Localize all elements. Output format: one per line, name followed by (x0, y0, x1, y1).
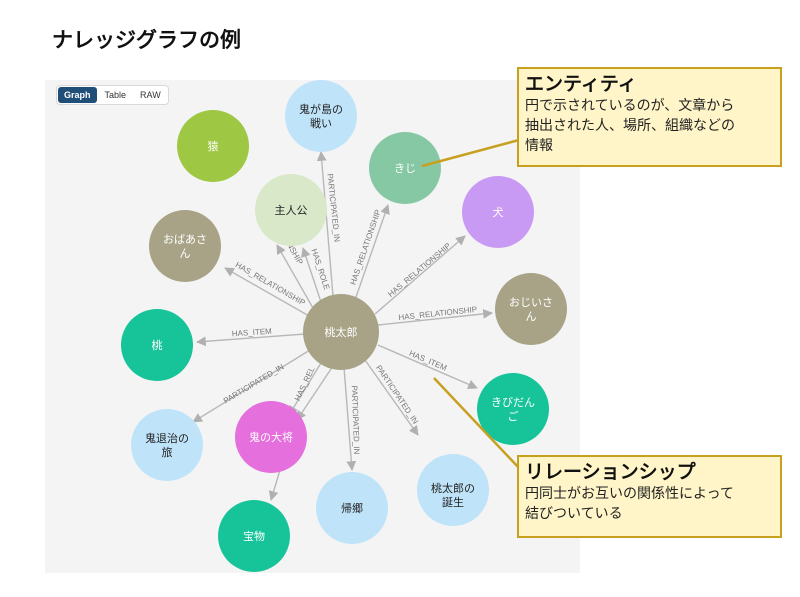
node-kikyo[interactable]: 帰郷 (316, 472, 388, 544)
edge-label-ojiisan: HAS_RELATIONSHIP (398, 305, 477, 322)
graph-canvas[interactable]: PARTICIPATED_IN HAS_RELATIONSHIP HAS_ROL… (45, 80, 580, 573)
edge-label-kikyo: PARTICIPATED_IN (350, 385, 361, 454)
edge-to-kiji (354, 204, 390, 301)
edge-to-obaasan (224, 267, 310, 317)
node-label-shujinko: 主人公 (275, 204, 308, 217)
edge-oni-boss-to-takara (268, 469, 281, 501)
node-label-tanjo-1: 桃太郎の (431, 481, 475, 495)
node-label-oni-boss: 鬼の大将 (249, 430, 293, 444)
edge-label-momo: HAS_ITEM (232, 327, 273, 339)
entity-callout: エンティティ 円で示されているのが、文章から 抽出された人、場所、組織などの 情… (517, 67, 782, 167)
slide-title: ナレッジグラフの例 (52, 28, 241, 52)
entity-callout-line3: 情報 (525, 138, 553, 154)
node-label-kibidango-2: ご (508, 409, 519, 423)
node-label-saru: 猿 (208, 139, 219, 153)
node-label-kiji: きじ (394, 162, 416, 175)
node-label-kikyo: 帰郷 (341, 501, 363, 515)
entity-callout-line2: 抽出された人、場所、組織などの (525, 118, 735, 134)
node-label-inu: 犬 (493, 205, 504, 219)
edge-to-oni-boss (288, 362, 322, 416)
node-label-momo: 桃 (152, 338, 163, 352)
edge-to-shujinko-2 (276, 244, 314, 309)
node-label-center: 桃太郎 (325, 325, 358, 339)
node-momo[interactable]: 桃 (121, 309, 193, 381)
edge-to-tanjo (364, 359, 419, 436)
tab-graph[interactable]: Graph (58, 87, 97, 103)
node-oni-battle[interactable]: 鬼が島の 戦い (285, 80, 357, 152)
view-tabs: Graph Table RAW (56, 85, 169, 105)
entity-callout-line1: 円で示されているのが、文章から (525, 98, 735, 114)
node-label-taiji-1: 鬼退治の (145, 431, 189, 445)
edge-label-tanjo: PARTICIPATED_IN (374, 364, 420, 426)
tab-raw[interactable]: RAW (140, 90, 161, 100)
tab-table[interactable]: Table (104, 90, 127, 100)
node-oni-boss[interactable]: 鬼の大将 (235, 401, 307, 473)
relationship-callout-line2: 結びついている (525, 506, 623, 522)
edge-label-kiji: HAS_RELATIONSHIP (349, 208, 383, 286)
node-kiji[interactable]: きじ (369, 132, 441, 204)
node-ojiisan[interactable]: おじいさ ん (495, 273, 567, 345)
node-shujinko[interactable]: 主人公 (255, 174, 327, 246)
relationship-callout-line1: 円同士がお互いの関係性によって (525, 486, 734, 502)
node-takara[interactable]: 宝物 (218, 500, 290, 572)
relationship-callout-title: リレーションシップ (525, 461, 696, 483)
edge-label-taiji: PARTICIPATED_IN (222, 362, 286, 405)
node-label-oni-battle-1: 鬼が島の (299, 102, 343, 116)
node-label-ojiisan-2: ん (526, 310, 537, 323)
node-label-kibidango-1: きびだん (491, 396, 535, 409)
relationship-callout: リレーションシップ 円同士がお互いの関係性によって 結びついている (517, 455, 782, 538)
edge-to-shujinko (301, 247, 322, 303)
edge-label-obaasan: HAS_RELATIONSHIP (234, 260, 307, 307)
node-inu[interactable]: 犬 (462, 176, 534, 248)
node-label-obaasan-1: おばあさ (163, 233, 207, 246)
node-label-obaasan-2: ん (180, 247, 191, 260)
node-label-ojiisan-1: おじいさ (509, 296, 553, 309)
entity-callout-title: エンティティ (525, 73, 637, 95)
graph-panel[interactable]: PARTICIPATED_IN HAS_RELATIONSHIP HAS_ROL… (45, 80, 580, 573)
node-label-taiji-2: 旅 (162, 445, 173, 459)
edge-label-inu: HAS_RELATIONSHIP (386, 241, 452, 299)
node-tanjo[interactable]: 桃太郎の 誕生 (417, 454, 489, 526)
node-center-momotaro[interactable]: 桃太郎 (303, 294, 379, 370)
edge-to-kikyo (343, 366, 357, 471)
edge-to-oni-boss-2 (296, 365, 334, 421)
node-label-tanjo-2: 誕生 (442, 495, 464, 509)
edge-to-taiji (192, 349, 311, 423)
node-label-oni-battle-2: 戦い (310, 117, 332, 130)
edge-to-momo (196, 333, 306, 347)
edge-label-shujinko: HAS_ROLE (310, 248, 332, 291)
node-saru[interactable]: 猿 (177, 110, 249, 182)
node-obaasan[interactable]: おばあさ ん (149, 210, 221, 282)
node-label-takara: 宝物 (243, 529, 265, 543)
edge-to-ojiisan (377, 309, 493, 326)
node-kibidango[interactable]: きびだん ご (477, 373, 549, 445)
edge-to-inu (374, 235, 466, 315)
edge-to-oni-battle (316, 151, 334, 297)
node-taiji[interactable]: 鬼退治の 旅 (131, 409, 203, 481)
